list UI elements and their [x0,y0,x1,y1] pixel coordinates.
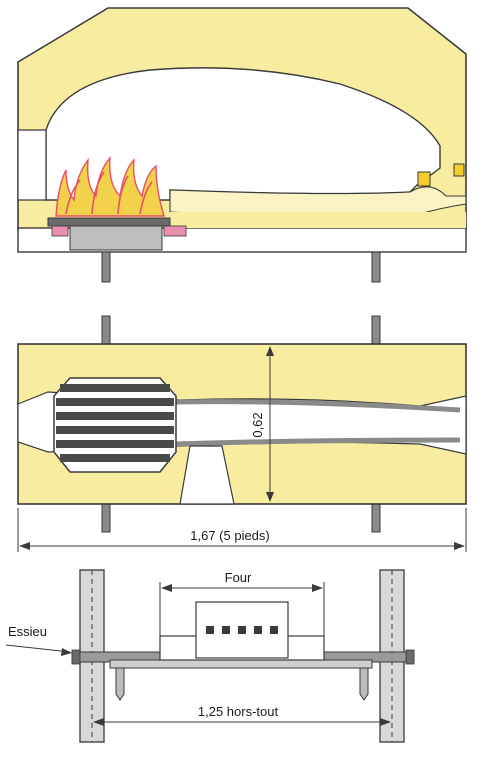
oven-dim-arrow-right [312,584,323,592]
top-axle-stub-tr [371,315,381,345]
support-leg-left [115,667,125,701]
length-dim-arrow-right [454,542,465,550]
chassis-plate [109,659,373,669]
overall-width-label: 1,25 hors-tout [198,704,279,719]
height-dim-arrow-bottom [266,492,274,502]
grill-bar [60,454,170,462]
base-yellow [170,212,466,228]
oven-vent [270,626,278,634]
fire-grate [47,217,171,227]
height-dim-arrow-top [266,346,274,356]
vent-square-2 [453,163,465,177]
oven-label: Four [225,570,252,585]
grill-bar [56,398,174,406]
top-view: 0,62 1,67 (5 pieds) [17,315,467,552]
grill-bar [56,412,174,420]
grill-bar [56,440,174,448]
ash-opening [179,445,235,505]
overall-dim-arrow-right [380,718,391,726]
oven-vent [222,626,230,634]
flame-inner [65,171,153,215]
oven-vents [206,626,278,634]
oven-vent [238,626,246,634]
axle-arrow-head [61,648,72,656]
overall-dim-arrow-left [93,718,104,726]
side-leg-right [371,251,381,283]
grill-bars [56,384,174,462]
axle-arrow-line [5,644,71,653]
flame [55,155,165,217]
flames [55,155,165,217]
oven-vent [254,626,262,634]
grill-bar [60,384,170,392]
axle-hub-left [71,649,81,665]
front-view: Four Essieu 1,25 hors-tout [5,569,415,743]
oven-vent [206,626,214,634]
rail-lower [175,437,461,447]
support-leg-right [359,667,369,701]
side-leg-left [101,251,111,283]
pink-block-left [51,225,69,237]
left-opening [17,129,47,201]
oven-dim-arrow-left [161,584,172,592]
vent-square-1 [417,171,431,187]
ash-pan [69,225,163,251]
side-view [17,7,467,283]
axle-hub-right [405,649,415,665]
length-dim-arrow-left [19,542,30,550]
length-label: 1,67 (5 pieds) [190,528,270,543]
grill-bar [56,426,174,434]
rail-upper [175,399,461,413]
axle-label: Essieu [8,624,47,639]
pink-block-right [163,225,187,237]
top-axle-stub-bl [101,503,111,533]
height-label: 0,62 [250,412,265,437]
top-axle-stub-tl [101,315,111,345]
top-axle-stub-br [371,503,381,533]
